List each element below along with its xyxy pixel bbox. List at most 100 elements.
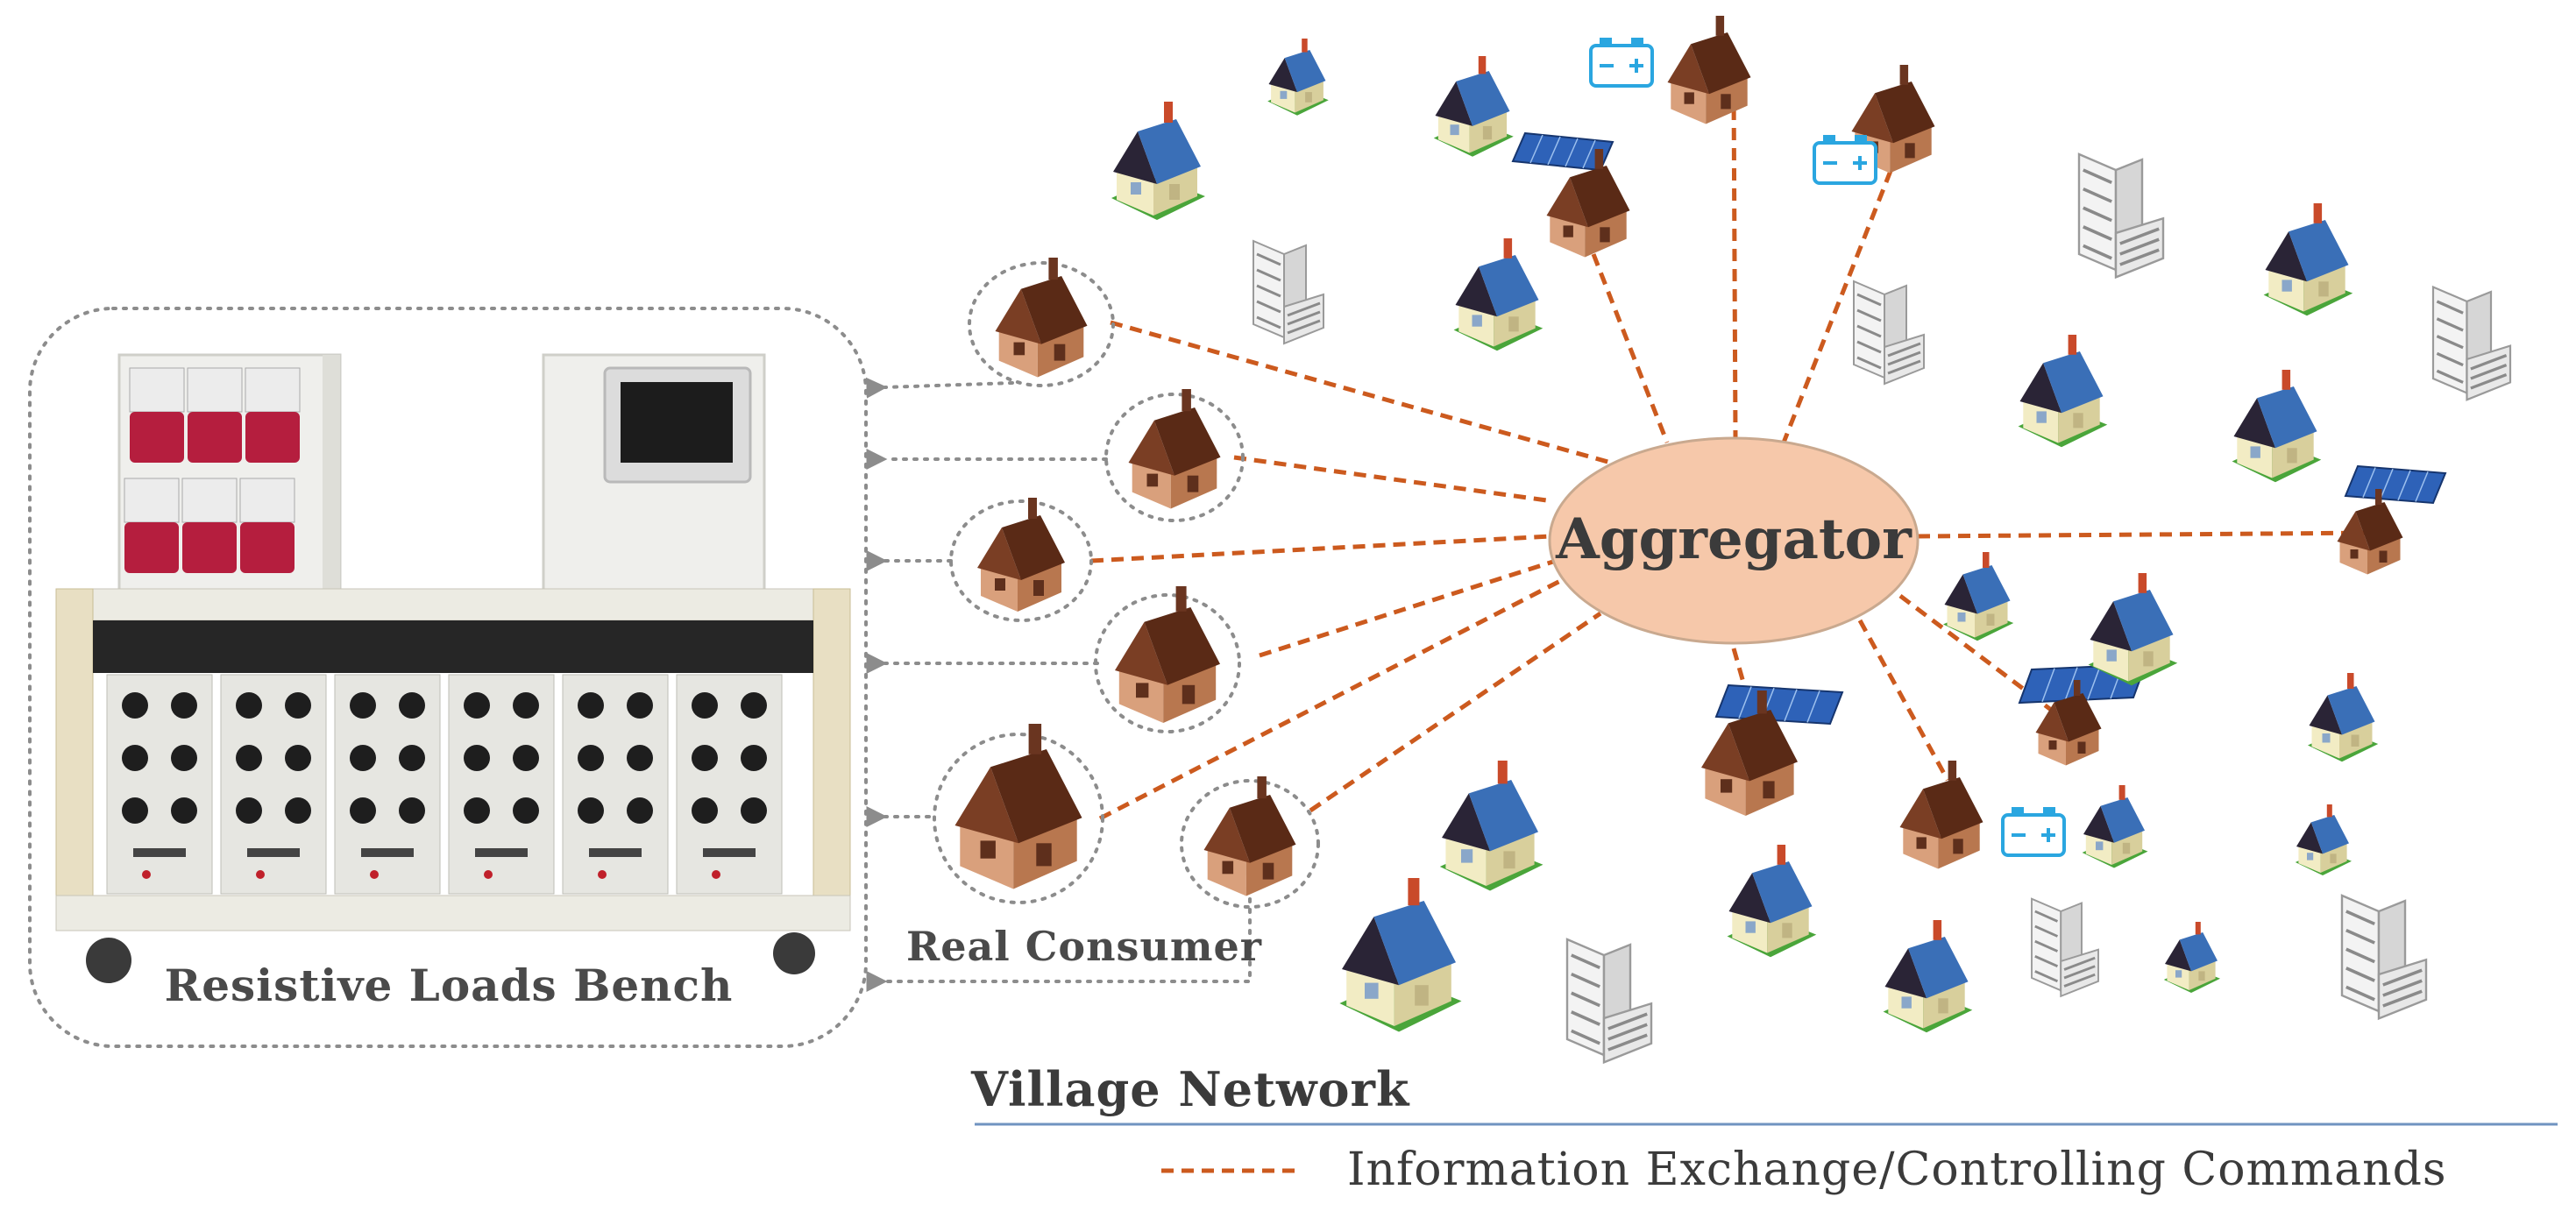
switch-knob-icon (741, 692, 767, 719)
switch-knob-icon (236, 745, 262, 771)
house-icon (2082, 785, 2148, 868)
village-network-label: Village Network (970, 1061, 1410, 1117)
battery-icon (1589, 38, 1654, 88)
house-icon (1701, 690, 1798, 816)
switch-knob-icon (578, 745, 604, 771)
house-icon (995, 258, 1088, 378)
indicator-led-icon (598, 870, 607, 879)
apartment-building-icon (2031, 897, 2099, 998)
arrow-consumer-1 (865, 377, 1014, 399)
house-icon (2295, 804, 2352, 875)
link-battery-house-top (1731, 87, 1738, 439)
apartment-building-icon (1565, 938, 1653, 1065)
link-real-consumer-1 (1110, 320, 1612, 465)
apartment-building-icon (2077, 152, 2165, 280)
real-consumer-circle (968, 261, 1115, 387)
houses (954, 15, 2403, 1033)
apartment-building-icon (1853, 280, 1925, 386)
link-real-consumer-6 (1309, 611, 1602, 813)
terminal-strip (475, 848, 528, 857)
house-icon (1667, 15, 1751, 124)
indicator-led-icon (370, 870, 379, 879)
terminal-strip (361, 848, 414, 857)
house-icon (1128, 389, 1221, 509)
link-real-consumer-5 (1098, 577, 1564, 821)
switch-knob-icon (399, 797, 425, 824)
load-modules (106, 674, 783, 895)
link-solar-house-right (1898, 594, 2053, 712)
bench-wheel (773, 932, 815, 974)
house-icon (2263, 203, 2353, 316)
house-icon (1433, 56, 1514, 157)
switch-knob-icon (236, 692, 262, 719)
switch-knob-icon (399, 745, 425, 771)
switch-knob-icon (741, 745, 767, 771)
link-solar-house-top (1591, 253, 1670, 443)
house-icon (1439, 761, 1543, 891)
link-battery-house-right (1781, 170, 1893, 443)
link-real-consumer-4 (1259, 558, 1557, 658)
house-icon (1727, 845, 1817, 958)
bench-panel: Resistive Loads Bench (28, 307, 868, 1048)
switch-knob-icon (513, 797, 539, 824)
house-icon (2337, 489, 2403, 575)
real-consumer-circle (1180, 779, 1320, 909)
indicator-led-icon (142, 870, 151, 879)
aggregator-node: Aggregator (1548, 436, 1920, 645)
switch-knob-icon (122, 745, 148, 771)
switch-knob-icon (692, 797, 718, 824)
terminal-strip (589, 848, 642, 857)
switch-knob-icon (171, 745, 197, 771)
link-solar-house-far-right (1917, 530, 2385, 539)
arrow-consumer-6 (866, 897, 1252, 992)
switch-knob-icon (122, 797, 148, 824)
module-switches (122, 692, 767, 879)
house-icon (2018, 335, 2108, 448)
house-icon (1943, 552, 2014, 641)
switch-knob-icon (171, 797, 197, 824)
indicator-led-icon (712, 870, 720, 879)
real-consumer-circle (949, 499, 1093, 622)
house-icon (954, 724, 1082, 889)
switch-knob-icon (399, 692, 425, 719)
house-icon (1546, 149, 1630, 258)
solar-panel-icon (1714, 683, 1844, 726)
switch-knob-icon (578, 797, 604, 824)
switch-knob-icon (285, 745, 311, 771)
real-consumer-label: Real Consumer (906, 923, 1262, 970)
indicator-led-icon (484, 870, 493, 879)
apartment-buildings (1253, 152, 2512, 1065)
switch-knob-icon (627, 692, 653, 719)
real-consumer-circles (933, 261, 1320, 909)
house-icon (1267, 38, 1329, 116)
switch-knob-icon (513, 745, 539, 771)
real-consumer-circle (1104, 393, 1245, 522)
switch-knob-icon (171, 692, 197, 719)
switch-knob-icon (692, 692, 718, 719)
switch-knob-icon (236, 797, 262, 824)
link-real-consumer-3 (1090, 534, 1552, 563)
real-consumer-circle (1094, 593, 1241, 733)
aggregator-label: Aggregator (1555, 506, 1912, 572)
switch-knob-icon (285, 692, 311, 719)
switch-knob-icon (350, 797, 376, 824)
house-icon (2088, 573, 2178, 686)
terminal-strip (133, 848, 186, 857)
switch-knob-icon (578, 692, 604, 719)
switch-knob-icon (464, 692, 490, 719)
switch-knob-icon (350, 692, 376, 719)
batteries (1589, 38, 2066, 857)
house-icon (1111, 102, 1205, 220)
consumer-to-bench-arrows (865, 377, 1252, 992)
house-icon (2163, 922, 2220, 993)
house-icon (1203, 776, 1296, 896)
house-icon (2232, 370, 2322, 483)
apartment-building-icon (2431, 285, 2512, 401)
house-icon (2035, 680, 2102, 766)
bench-wheel (86, 938, 131, 983)
house-icon (1883, 920, 1973, 1033)
apartment-building-icon (2340, 894, 2428, 1021)
legend-label: Information Exchange/Controlling Command… (1347, 1144, 2447, 1196)
house-icon (977, 498, 1065, 612)
solar-panel-icon (2344, 464, 2447, 505)
